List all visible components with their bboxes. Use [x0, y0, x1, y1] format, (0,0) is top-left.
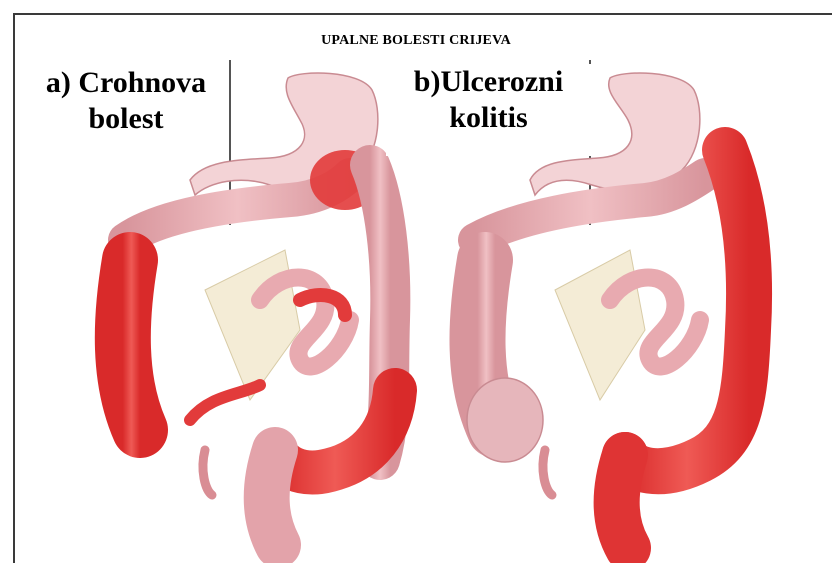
appendix-b	[543, 450, 552, 495]
panel-label-uc-line1: b)Ulcerozni	[386, 64, 591, 100]
inflamed-rectum-b	[617, 455, 628, 548]
panel-label-ulcerative-colitis: b)Ulcerozni kolitis	[386, 64, 591, 156]
panel-label-uc-line2: kolitis	[386, 100, 591, 136]
cecum-b	[467, 378, 543, 462]
rectum-a	[267, 450, 278, 545]
panel-label-crohn-line2: bolest	[24, 101, 228, 137]
inflamed-ascending-colon-a	[123, 260, 140, 430]
terminal-ileum-a	[190, 385, 260, 420]
panel-label-crohn: a) Crohnova bolest	[24, 65, 228, 137]
appendix-a	[203, 450, 212, 495]
panel-label-crohn-line1: a) Crohnova	[24, 65, 228, 101]
